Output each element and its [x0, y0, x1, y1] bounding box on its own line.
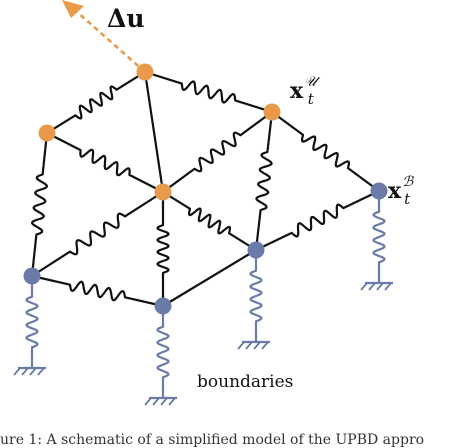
- boundary-ground-springs: [13, 191, 393, 406]
- spring-mid-bm: [162, 191, 257, 251]
- delta-u-arrow-shaft: [75, 10, 146, 73]
- spring-tr-bm: [254, 111, 274, 251]
- boundary-node-label-main: x: [388, 178, 402, 204]
- ground-symbol-right: [360, 281, 393, 291]
- unknown-node-label-main: x: [290, 78, 304, 104]
- spring-bm-right: [255, 190, 380, 251]
- boundaries-label: boundaries: [197, 372, 294, 392]
- unknown-node-tr: [263, 103, 281, 121]
- mesh-edges: [30, 70, 380, 308]
- spring-mid-bot: [156, 192, 170, 306]
- rod-bot-bm: [162, 249, 257, 307]
- delta-u-arrow-head: [62, 0, 84, 18]
- boundary-node-label-sub: t: [404, 190, 411, 208]
- ground-symbol-bm: [237, 340, 270, 350]
- boundary-node-label: xℬt: [388, 175, 413, 207]
- unknown-node-label: x𝒰t: [290, 75, 317, 107]
- ground-spring-bot: [156, 306, 170, 398]
- spring-top-left: [46, 71, 146, 134]
- boundary-node-right: [370, 182, 388, 200]
- caption-fragment: ure 1: A schematic of a simplified model…: [0, 432, 425, 448]
- ground-symbol-bl: [13, 366, 46, 376]
- spring-bl-bot: [31, 274, 164, 308]
- spring-left-bl: [30, 132, 49, 277]
- boundary-node-bl: [23, 267, 41, 285]
- spring-tr-right: [271, 111, 380, 192]
- mesh-nodes: [23, 63, 388, 315]
- boundary-node-bm: [247, 241, 265, 259]
- delta-u-label: Δu: [107, 4, 145, 33]
- boundary-node-bot: [154, 297, 172, 315]
- displacement-arrow: [62, 0, 146, 73]
- unknown-node-label-sup: 𝒰: [304, 74, 317, 90]
- unknown-node-left: [38, 124, 56, 142]
- boundary-node-label-sup: ℬ: [402, 174, 414, 190]
- spring-left-mid: [46, 132, 164, 193]
- unknown-node-mid: [154, 183, 172, 201]
- ground-spring-bm: [249, 250, 263, 342]
- ground-symbol-bot: [144, 396, 177, 406]
- spring-mid-bl: [31, 191, 164, 277]
- ground-spring-right: [372, 191, 386, 283]
- spring-top-tr: [144, 70, 273, 114]
- rod-top-mid: [143, 71, 165, 193]
- unknown-node-label-sub: t: [307, 90, 314, 108]
- unknown-node-top: [136, 63, 154, 81]
- spring-mid-tr: [162, 111, 273, 193]
- ground-spring-bl: [25, 276, 39, 368]
